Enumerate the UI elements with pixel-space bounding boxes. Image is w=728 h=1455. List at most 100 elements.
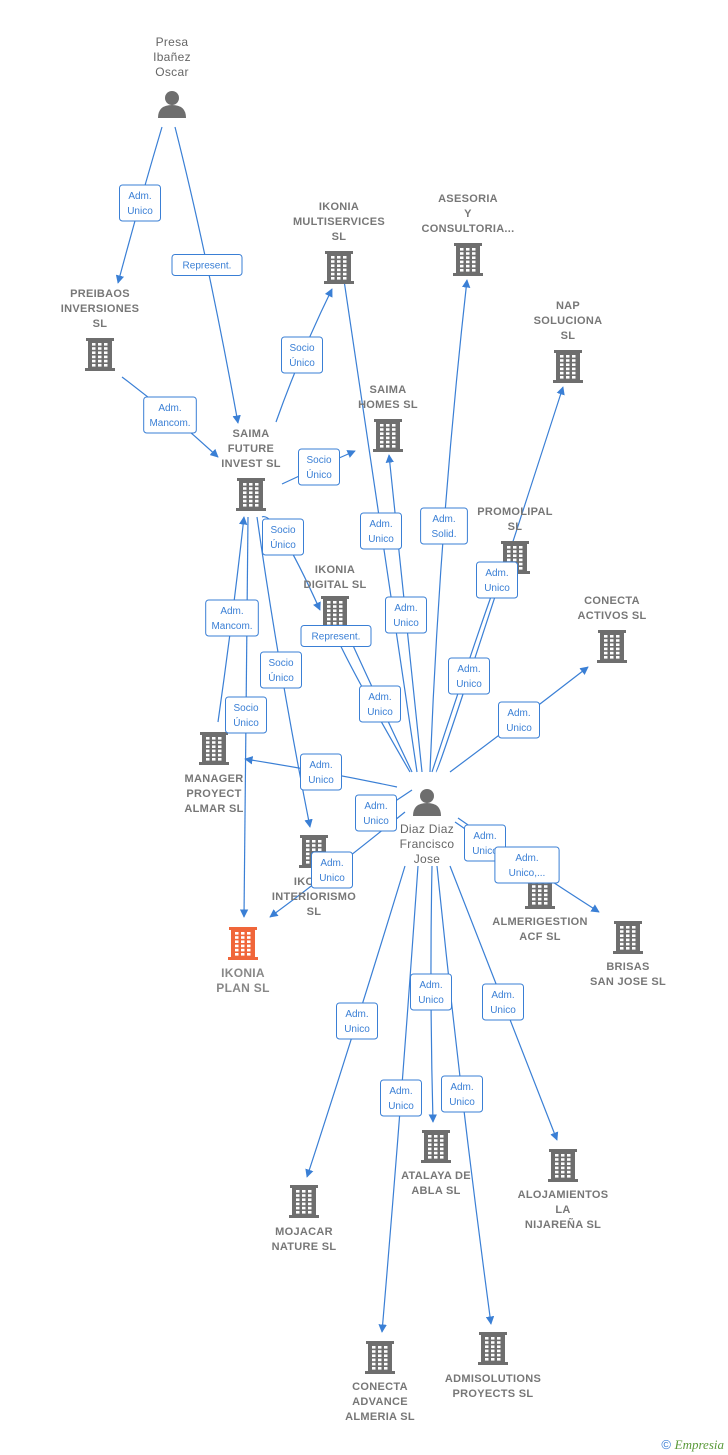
node-label: ADVANCE — [352, 1396, 408, 1408]
node-label: PROYECT — [186, 788, 241, 800]
building-icon — [320, 596, 350, 629]
edge-label-text: Unico — [472, 846, 498, 857]
edge-label-box — [448, 657, 490, 695]
edge-label-text: Unico — [363, 816, 389, 827]
node-label: ALOJAMIENTOS — [518, 1189, 609, 1201]
edge-label-box — [171, 254, 243, 276]
building-icon — [199, 732, 229, 765]
edge-label-text: Adm. — [364, 801, 387, 812]
node-label: IKONIA — [221, 966, 265, 980]
edge-label-box — [300, 625, 372, 647]
node-label: NAP — [556, 300, 580, 312]
node-label: ALMERIGESTION — [492, 916, 588, 928]
edge-label-text: Unico — [456, 679, 482, 690]
edge-label-text: Adm. — [450, 1082, 473, 1093]
edge-label: Adm. Unico — [336, 1002, 378, 1040]
node-preibaos[interactable]: PREIBAOS INVERSIONES SL — [61, 288, 140, 371]
building-icon — [478, 1332, 508, 1365]
edge-label-box — [260, 651, 302, 689]
node-label: SAIMA — [233, 428, 270, 440]
building-icon — [553, 350, 583, 383]
node-label: CONSULTORIA... — [421, 223, 514, 235]
node-label: NIJAREÑA SL — [525, 1218, 601, 1231]
edge-label-text: Adm. — [485, 568, 508, 579]
building-icon — [421, 1130, 451, 1163]
edge-label-text: Adm. — [345, 1009, 368, 1020]
node-label: Francisco — [400, 837, 455, 851]
edge-label: Adm. Solid. — [420, 507, 468, 545]
edge-label-box — [476, 561, 518, 599]
edge-label-text: Unico — [344, 1024, 370, 1035]
edge-label-text: Adm. — [432, 514, 455, 525]
edge-label-box — [281, 336, 323, 374]
node-label: ALMERIA SL — [345, 1411, 415, 1423]
edge-label-box — [262, 518, 304, 556]
node-label: Ibañez — [153, 50, 191, 64]
edge-label-text: Adm. — [309, 760, 332, 771]
edge-label: Adm.Unico — [380, 1079, 422, 1117]
node-label: IKONIA — [315, 564, 355, 576]
node-label: INVERSIONES — [61, 303, 140, 315]
edge-label-box — [441, 1075, 483, 1113]
node-atalaya[interactable]: ATALAYA DE ABLA SL — [401, 1130, 471, 1197]
node-ikonia-digital[interactable]: IKONIA DIGITAL SL — [303, 564, 366, 629]
building-icon — [289, 1185, 319, 1218]
node-asesoria[interactable]: ASESORIAYCONSULTORIA... — [421, 193, 514, 276]
node-label: SL — [93, 318, 108, 330]
edge-label-box — [355, 794, 397, 832]
edge-label-text: Unico — [308, 775, 334, 786]
edge-label-text: Adm. — [473, 831, 496, 842]
edge-label-box — [300, 753, 342, 791]
edge-label-box — [498, 701, 540, 739]
node-label: CONECTA — [352, 1381, 408, 1393]
edge-label-box — [336, 1002, 378, 1040]
person-icon — [158, 91, 186, 118]
edge-label-text: Adm. — [491, 990, 514, 1001]
edge-label-box — [410, 973, 452, 1011]
edge-label-text: Mancom. — [149, 418, 190, 429]
node-label: ATALAYA DE — [401, 1170, 471, 1182]
edge-label: Adm.Mancom. — [143, 396, 197, 434]
edge-label-box — [380, 1079, 422, 1117]
edge-label: Adm.Unico — [410, 973, 452, 1011]
node-label: ABLA SL — [411, 1185, 460, 1197]
building-icon — [453, 243, 483, 276]
node-label: DIGITAL SL — [303, 579, 366, 591]
edge-label-text: Solid. — [431, 529, 456, 540]
brand-name: Empresia — [674, 1437, 724, 1452]
edge-label-text: Unico — [418, 995, 444, 1006]
edge-label: Adm.Unico — [498, 701, 540, 739]
edge-label: Adm.Unico — [359, 685, 401, 723]
edge-label-box — [482, 983, 524, 1021]
edge-label-text: Socio — [306, 455, 331, 466]
edge-label-box — [119, 184, 161, 222]
node-label: PREIBAOS — [70, 288, 130, 300]
edge-label: Adm.Unico — [448, 657, 490, 695]
edge-label: Adm.Unico — [385, 596, 427, 634]
edge-label-text: Unico,... — [509, 868, 546, 879]
node-conecta-advance[interactable]: CONECTA ADVANCE ALMERIA SL — [345, 1341, 415, 1423]
edge-label-text: Adm. — [369, 519, 392, 530]
edge-label: Adm. Unico — [355, 794, 397, 832]
edge-label: Adm.Unico — [311, 851, 353, 889]
node-label: MANAGER — [185, 773, 244, 785]
edge-label-box — [420, 507, 468, 545]
node-label: INTERIORISMO — [272, 891, 356, 903]
